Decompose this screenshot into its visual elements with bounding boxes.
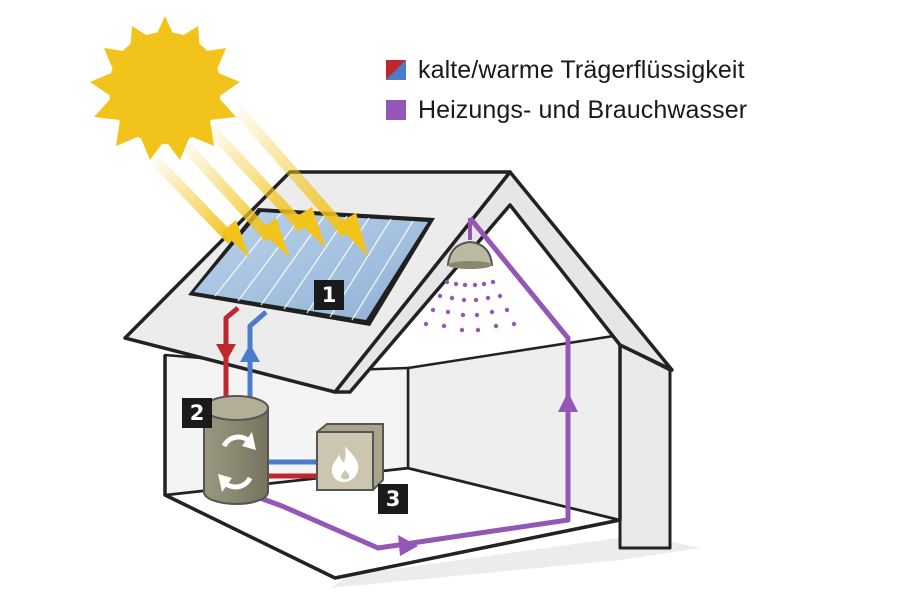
lamp-light-dots [423, 279, 517, 333]
cold-flow-arrow [240, 344, 260, 362]
house-outline [163, 345, 622, 580]
solar-collector [188, 208, 435, 326]
circulation-icon [218, 432, 256, 492]
cold-warm-swatch [386, 60, 406, 80]
marker-1-badge: 1 [314, 280, 344, 310]
marker-3-badge: 3 [378, 484, 408, 514]
cold-pipe [247, 310, 268, 400]
water-flow-arrow-wall [558, 392, 578, 412]
marker-2-badge: 2 [182, 398, 212, 428]
legend-label: kalte/warme Trägerflüssigkeit [418, 55, 745, 84]
heater-pipes [268, 459, 318, 479]
collector-pipes [223, 306, 268, 400]
sun-icon [90, 16, 240, 160]
water-flow-arrow-floor [398, 535, 418, 556]
water-circuit-line [259, 216, 571, 551]
warm-flow-arrow [216, 344, 236, 362]
legend: kalte/warme Trägerflüssigkeit Heizungs- … [386, 50, 747, 130]
purple-swatch [386, 100, 406, 120]
ceiling-lamp [446, 218, 494, 269]
house-side-wall [618, 343, 672, 550]
ground-shadow [330, 535, 700, 588]
legend-item-carrier-fluid: kalte/warme Trägerflüssigkeit [386, 50, 747, 90]
legend-item-water: Heizungs- und Brauchwasser [386, 90, 747, 130]
flame-icon [331, 446, 359, 482]
sun-rays [151, 106, 368, 258]
warm-pipe [223, 306, 240, 400]
legend-label: Heizungs- und Brauchwasser [418, 95, 748, 124]
